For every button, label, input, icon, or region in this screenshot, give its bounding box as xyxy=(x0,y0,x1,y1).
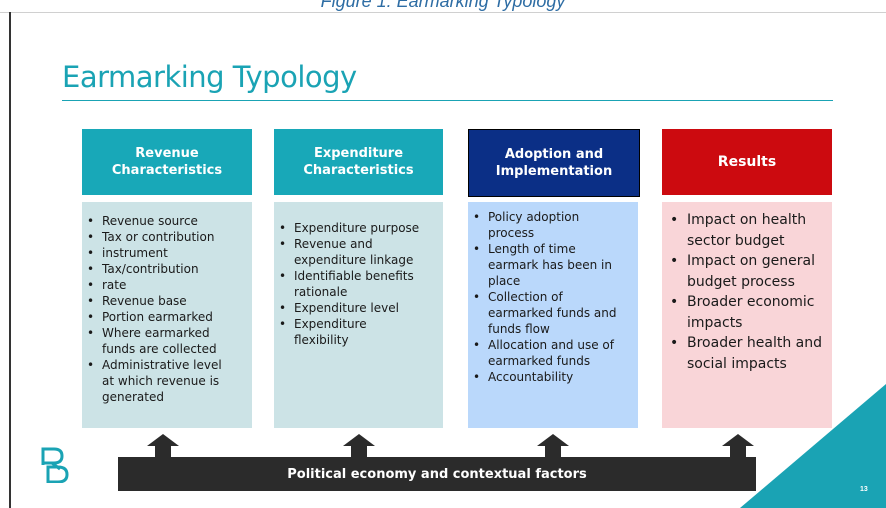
list-item: Revenue base xyxy=(82,293,247,309)
title-underline xyxy=(62,100,833,101)
list-item: Expenditure flexibility xyxy=(274,316,439,348)
political-economy-bar: Political economy and contextual factors xyxy=(118,457,756,491)
results-header: Results xyxy=(662,129,832,195)
list-item: Policy adoption process xyxy=(468,209,636,241)
r4d-logo-icon xyxy=(41,447,69,483)
political-economy-label: Political economy and contextual factors xyxy=(287,466,587,482)
list-item: Expenditure level xyxy=(274,300,439,316)
expenditure-list-box: Expenditure purpose Revenue and expendit… xyxy=(274,202,443,428)
adoption-header-label: Adoption and Implementation xyxy=(495,147,613,179)
list-item: Administrative level at which revenue is… xyxy=(82,357,247,405)
adoption-header: Adoption and Implementation xyxy=(468,129,640,197)
list-item: Broader health and social impacts xyxy=(662,333,828,374)
list-item: rate xyxy=(82,277,247,293)
slide-title: Earmarking Typology xyxy=(62,60,357,94)
revenue-header: Revenue Characteristics xyxy=(82,129,252,195)
list-item: Impact on health sector budget xyxy=(662,210,828,251)
figure-caption: Figure 1: Earmarking Typology xyxy=(320,0,566,11)
up-arrow-icon xyxy=(537,434,569,460)
list-item: Portion earmarked xyxy=(82,309,247,325)
list-item: Tax or contribution xyxy=(82,229,247,245)
results-header-label: Results xyxy=(717,153,777,170)
up-arrow-icon xyxy=(147,434,179,460)
list-item: Tax/contribution xyxy=(82,261,247,277)
list-item: Collection of earmarked funds and funds … xyxy=(468,289,636,337)
list-item: Revenue source xyxy=(82,213,247,229)
list-item: Expenditure purpose xyxy=(274,220,439,236)
list-item: instrument xyxy=(82,245,247,261)
adoption-list-box: Policy adoption process Length of time e… xyxy=(468,202,638,428)
list-item: Allocation and use of earmarked funds xyxy=(468,337,636,369)
revenue-header-label: Revenue Characteristics xyxy=(111,146,223,178)
corner-decoration xyxy=(740,384,886,508)
results-list-box: Impact on health sector budget Impact on… xyxy=(662,202,832,428)
up-arrow-icon xyxy=(722,434,754,460)
page-number: 13 xyxy=(860,486,868,493)
expenditure-header: Expenditure Characteristics xyxy=(274,129,443,195)
revenue-list-box: Revenue source Tax or contribution instr… xyxy=(82,202,252,428)
list-item: Impact on general budget process xyxy=(662,251,828,292)
list-item: Identifiable benefits rationale xyxy=(274,268,439,300)
list-item: Broader economic impacts xyxy=(662,292,828,333)
list-item: Length of time earmark has been in place xyxy=(468,241,636,289)
up-arrow-icon xyxy=(343,434,375,460)
caption-divider xyxy=(0,12,886,13)
list-item: Revenue and expenditure linkage xyxy=(274,236,439,268)
list-item: Where earmarked funds are collected xyxy=(82,325,247,357)
left-border xyxy=(9,12,11,508)
list-item: Accountability xyxy=(468,369,636,385)
expenditure-header-label: Expenditure Characteristics xyxy=(303,146,414,178)
